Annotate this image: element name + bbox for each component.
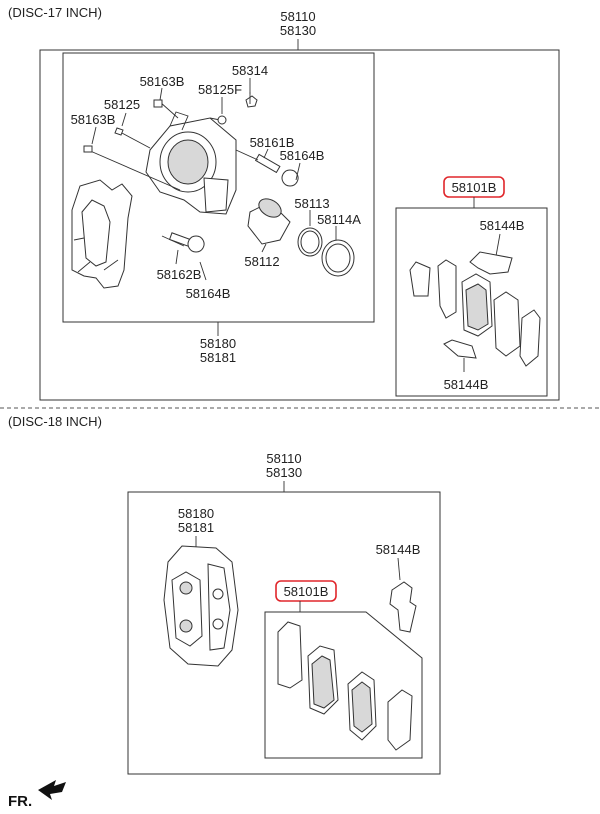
part-label-58163B-lower[interactable]: 58163B	[71, 112, 116, 127]
part-label-58144B-upper[interactable]: 58144B	[480, 218, 525, 233]
assembly-frame-disc18	[127, 491, 441, 775]
brake-pads-disc18	[277, 621, 413, 751]
part-label-58125F[interactable]: 58125F	[198, 82, 242, 97]
direction-marker: FR.	[8, 793, 32, 810]
assembly-label-58130-disc18[interactable]: 58130	[266, 465, 302, 480]
caliper-label-58181-disc18[interactable]: 58181	[178, 520, 214, 535]
bolts	[83, 92, 299, 253]
part-label-58314[interactable]: 58314	[232, 63, 268, 78]
assembly-label-58110[interactable]: 58110	[280, 9, 315, 24]
part-label-58125[interactable]: 58125	[104, 97, 140, 112]
pad-kit-highlight-disc18	[275, 580, 337, 602]
assembly-label-58110-disc18[interactable]: 58110	[266, 451, 301, 466]
assembly-frame-disc17	[39, 49, 560, 401]
assembly-label-58130[interactable]: 58130	[280, 23, 316, 38]
part-label-58161B[interactable]: 58161B	[250, 135, 295, 150]
pad-kit-label-disc17[interactable]: 58101B	[452, 180, 497, 195]
part-label-58164B-lower[interactable]: 58164B	[186, 286, 231, 301]
part-label-58114A[interactable]: 58114A	[317, 212, 361, 227]
caliper-frame-disc17	[62, 52, 375, 323]
part-label-58162B[interactable]: 58162B	[157, 267, 202, 282]
part-label-58144B-lower[interactable]: 58144B	[444, 377, 489, 392]
part-label-58163B-upper[interactable]: 58163B	[140, 74, 185, 89]
pad-kit-frame-disc17	[395, 207, 548, 397]
clip-label-58144B-disc18[interactable]: 58144B	[376, 542, 421, 557]
caliper-label-58180[interactable]: 58180	[200, 336, 236, 351]
front-arrow-icon	[38, 780, 66, 800]
pad-kit-frame-disc18	[264, 611, 423, 759]
caliper-label-58181[interactable]: 58181	[200, 350, 236, 365]
part-leaders-disc17	[91, 78, 337, 281]
caliper-body	[145, 111, 237, 215]
section-title-disc17: (DISC-17 INCH)	[8, 5, 102, 20]
caliper-label-58180-disc18[interactable]: 58180	[178, 506, 214, 521]
clip-58144B	[389, 581, 417, 633]
four-piston-caliper	[163, 545, 239, 667]
part-label-58112[interactable]: 58112	[244, 254, 279, 269]
clip-leader-upper	[495, 233, 501, 257]
clip-leader-disc18	[397, 557, 401, 581]
pad-kit-label-disc18[interactable]: 58101B	[284, 584, 329, 599]
piston-and-seals	[247, 198, 355, 277]
caliper-bracket	[71, 179, 133, 289]
section-title-disc18: (DISC-18 INCH)	[8, 414, 102, 429]
part-label-58164B-upper[interactable]: 58164B	[280, 148, 325, 163]
brake-pads-disc17	[409, 251, 541, 367]
part-label-58113[interactable]: 58113	[294, 196, 329, 211]
